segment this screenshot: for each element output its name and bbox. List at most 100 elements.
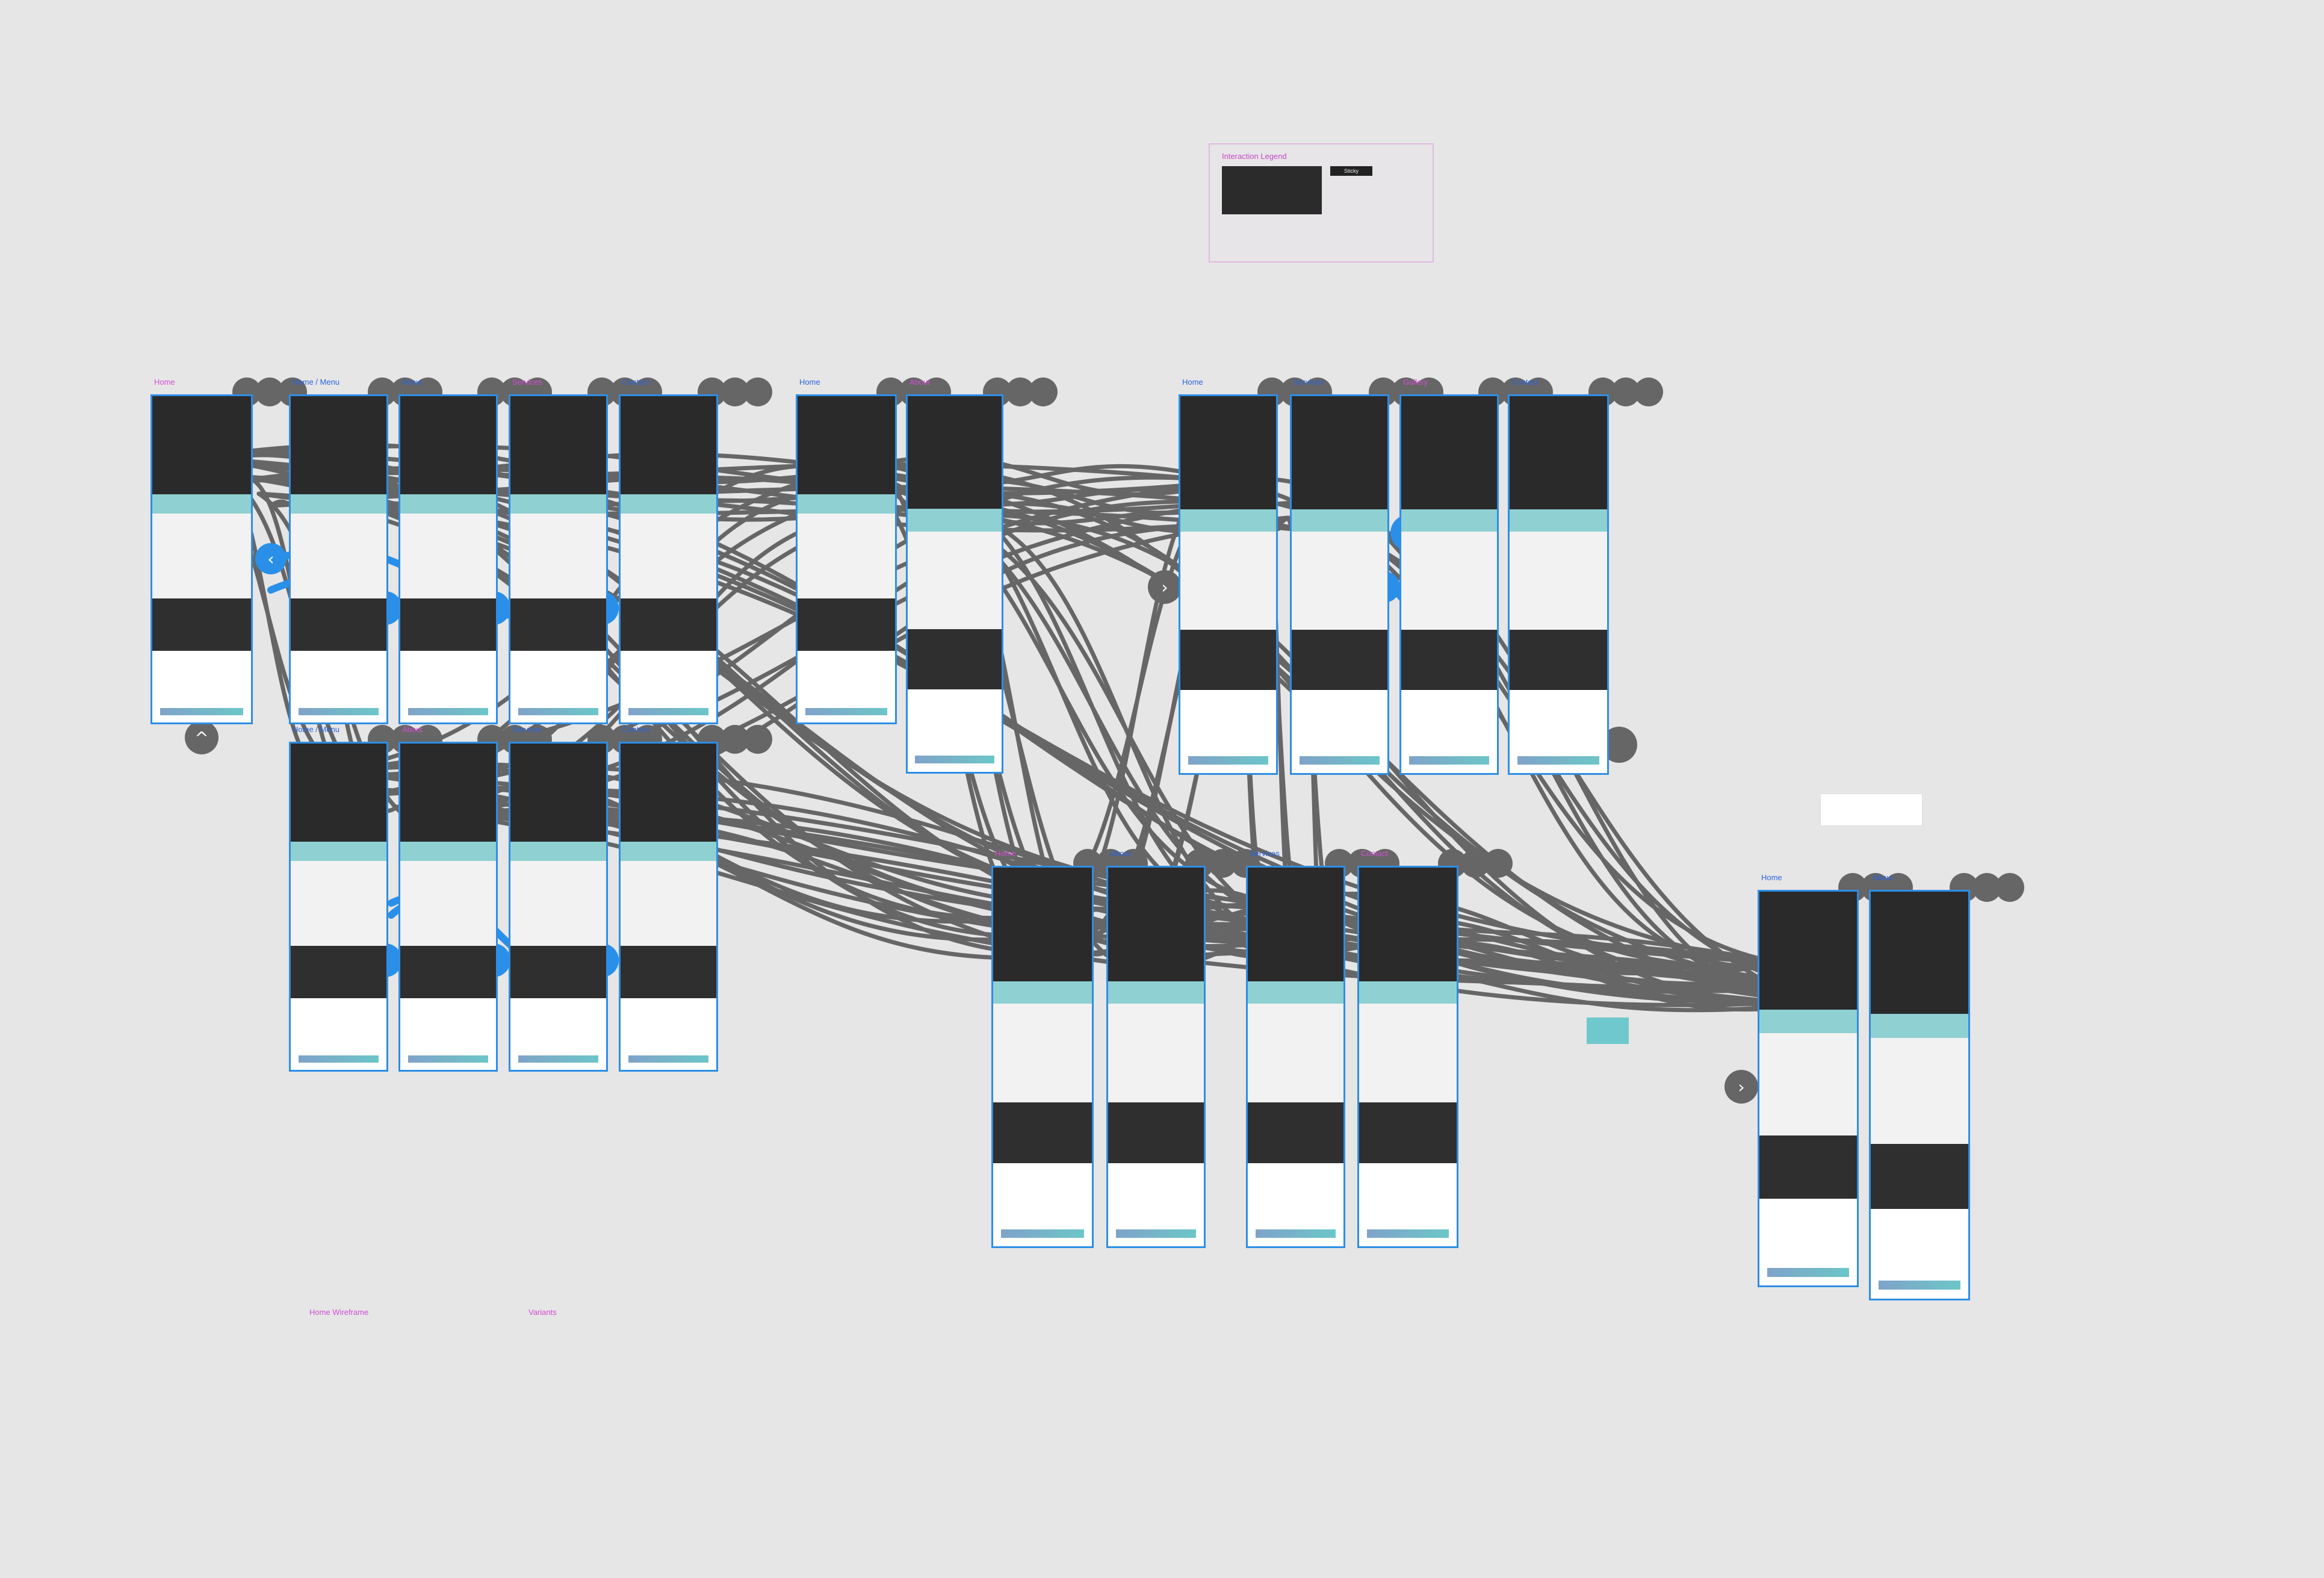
artboard-label[interactable]: Home bbox=[799, 377, 820, 387]
artboard-section bbox=[400, 650, 496, 722]
artboard[interactable] bbox=[1290, 394, 1389, 775]
artboard-section bbox=[1759, 1135, 1857, 1199]
artboard-section bbox=[510, 998, 606, 1070]
connector-handle[interactable] bbox=[185, 721, 218, 754]
connector-handle[interactable] bbox=[1029, 377, 1058, 406]
artboard-section bbox=[1871, 1144, 1968, 1210]
note-card[interactable] bbox=[1820, 794, 1923, 826]
artboard[interactable] bbox=[619, 742, 718, 1072]
connector-handle[interactable] bbox=[1461, 849, 1490, 878]
teal-swatch[interactable] bbox=[1587, 1017, 1629, 1044]
artboard[interactable] bbox=[1246, 866, 1345, 1248]
artboard-section bbox=[1248, 981, 1343, 1004]
artboard-section bbox=[400, 396, 496, 494]
artboard[interactable] bbox=[1758, 890, 1859, 1287]
artboard-section bbox=[908, 509, 1002, 532]
artboard-section bbox=[400, 841, 496, 862]
artboard-section bbox=[908, 396, 1002, 509]
artboard[interactable] bbox=[509, 742, 608, 1072]
connector-handle[interactable] bbox=[720, 377, 749, 406]
artboard-label[interactable]: Home / Menu bbox=[293, 377, 340, 387]
artboard-section bbox=[1871, 1209, 1968, 1299]
artboard-label[interactable]: Home / Menu bbox=[293, 725, 340, 734]
artboard[interactable] bbox=[906, 394, 1003, 774]
artboard[interactable] bbox=[619, 394, 718, 724]
connector-handle[interactable] bbox=[1634, 377, 1663, 406]
artboard[interactable] bbox=[796, 394, 897, 724]
connector-handle[interactable] bbox=[743, 725, 772, 754]
connector-handle[interactable] bbox=[720, 725, 749, 754]
connector-handle[interactable] bbox=[1724, 1070, 1758, 1104]
artboard-section bbox=[510, 494, 606, 514]
legend-title: Interaction Legend bbox=[1222, 152, 1287, 161]
artboard-label[interactable]: Home bbox=[995, 849, 1016, 858]
connector-handle[interactable] bbox=[1972, 873, 2001, 902]
artboard[interactable] bbox=[398, 742, 498, 1072]
artboard[interactable] bbox=[991, 866, 1094, 1248]
artboard-label[interactable]: Services bbox=[1294, 377, 1324, 387]
artboard-label[interactable]: Home bbox=[1761, 873, 1782, 882]
artboard-section bbox=[400, 494, 496, 514]
artboard-section bbox=[1359, 1004, 1457, 1102]
artboard-section bbox=[1248, 1163, 1343, 1246]
artboard-label[interactable]: About bbox=[402, 725, 423, 734]
artboard-section bbox=[621, 841, 716, 862]
connector-handle[interactable] bbox=[743, 377, 772, 406]
artboard[interactable] bbox=[1508, 394, 1609, 775]
artboard-label[interactable]: About bbox=[1873, 873, 1893, 882]
artboard-section bbox=[510, 861, 606, 946]
artboard[interactable] bbox=[150, 394, 253, 724]
artboard-label[interactable]: About bbox=[402, 377, 423, 387]
artboard[interactable] bbox=[509, 394, 608, 724]
artboard-label[interactable]: Contact bbox=[1361, 849, 1388, 858]
artboard-section bbox=[1359, 981, 1457, 1004]
artboard-label[interactable]: About bbox=[909, 377, 930, 387]
artboard-label[interactable]: Services bbox=[512, 725, 542, 734]
connector-handle[interactable] bbox=[1601, 727, 1637, 763]
artboard[interactable] bbox=[1357, 866, 1458, 1248]
artboard-section bbox=[1871, 1038, 1968, 1145]
legend-tag: Sticky bbox=[1330, 166, 1372, 176]
connector-handle[interactable] bbox=[1484, 849, 1513, 878]
artboard-section bbox=[1510, 396, 1607, 509]
artboard[interactable] bbox=[1869, 890, 1970, 1300]
artboard-label[interactable]: Gallery bbox=[1403, 377, 1428, 387]
artboard-section bbox=[510, 946, 606, 998]
chevron-icon: › bbox=[1161, 577, 1168, 597]
artboard-label[interactable]: Contact bbox=[622, 725, 649, 734]
artboard-label[interactable]: About bbox=[1110, 849, 1130, 858]
artboard-label[interactable]: Services bbox=[512, 377, 542, 387]
connector-handle[interactable] bbox=[1006, 377, 1035, 406]
legend-panel[interactable]: Interaction Legend Sticky bbox=[1209, 143, 1434, 262]
artboard-section bbox=[1401, 396, 1497, 509]
connector-handle[interactable] bbox=[1995, 873, 2024, 902]
artboard-label[interactable]: Contact bbox=[1511, 377, 1538, 387]
artboard-label[interactable]: Contact bbox=[622, 377, 649, 387]
connector-handle[interactable] bbox=[255, 543, 287, 574]
connector-handle[interactable] bbox=[1208, 849, 1237, 878]
artboard[interactable] bbox=[1399, 394, 1499, 775]
artboard[interactable] bbox=[398, 394, 498, 724]
artboard-label[interactable]: Home bbox=[1182, 377, 1203, 387]
artboard-section bbox=[1359, 1102, 1457, 1163]
artboard-label[interactable]: Home bbox=[154, 377, 175, 387]
artboard-section bbox=[993, 868, 1092, 981]
artboard-section bbox=[291, 650, 386, 722]
artboard[interactable] bbox=[289, 742, 388, 1072]
artboard-section bbox=[1180, 690, 1276, 773]
artboard[interactable] bbox=[1106, 866, 1206, 1248]
artboard-section bbox=[1108, 1102, 1204, 1163]
artboard[interactable] bbox=[289, 394, 388, 724]
connector-handle[interactable] bbox=[1611, 377, 1640, 406]
artboard-section bbox=[1510, 630, 1607, 691]
artboard-section bbox=[291, 998, 386, 1070]
artboard-label[interactable]: Services bbox=[1250, 849, 1280, 858]
artboard-section bbox=[621, 598, 716, 651]
connector-handle[interactable] bbox=[1148, 570, 1182, 604]
artboard-section bbox=[291, 841, 386, 862]
artboard[interactable] bbox=[1179, 394, 1278, 775]
connector-handle[interactable] bbox=[255, 377, 284, 406]
artboard-section bbox=[1248, 868, 1343, 981]
artboard-section bbox=[400, 514, 496, 599]
